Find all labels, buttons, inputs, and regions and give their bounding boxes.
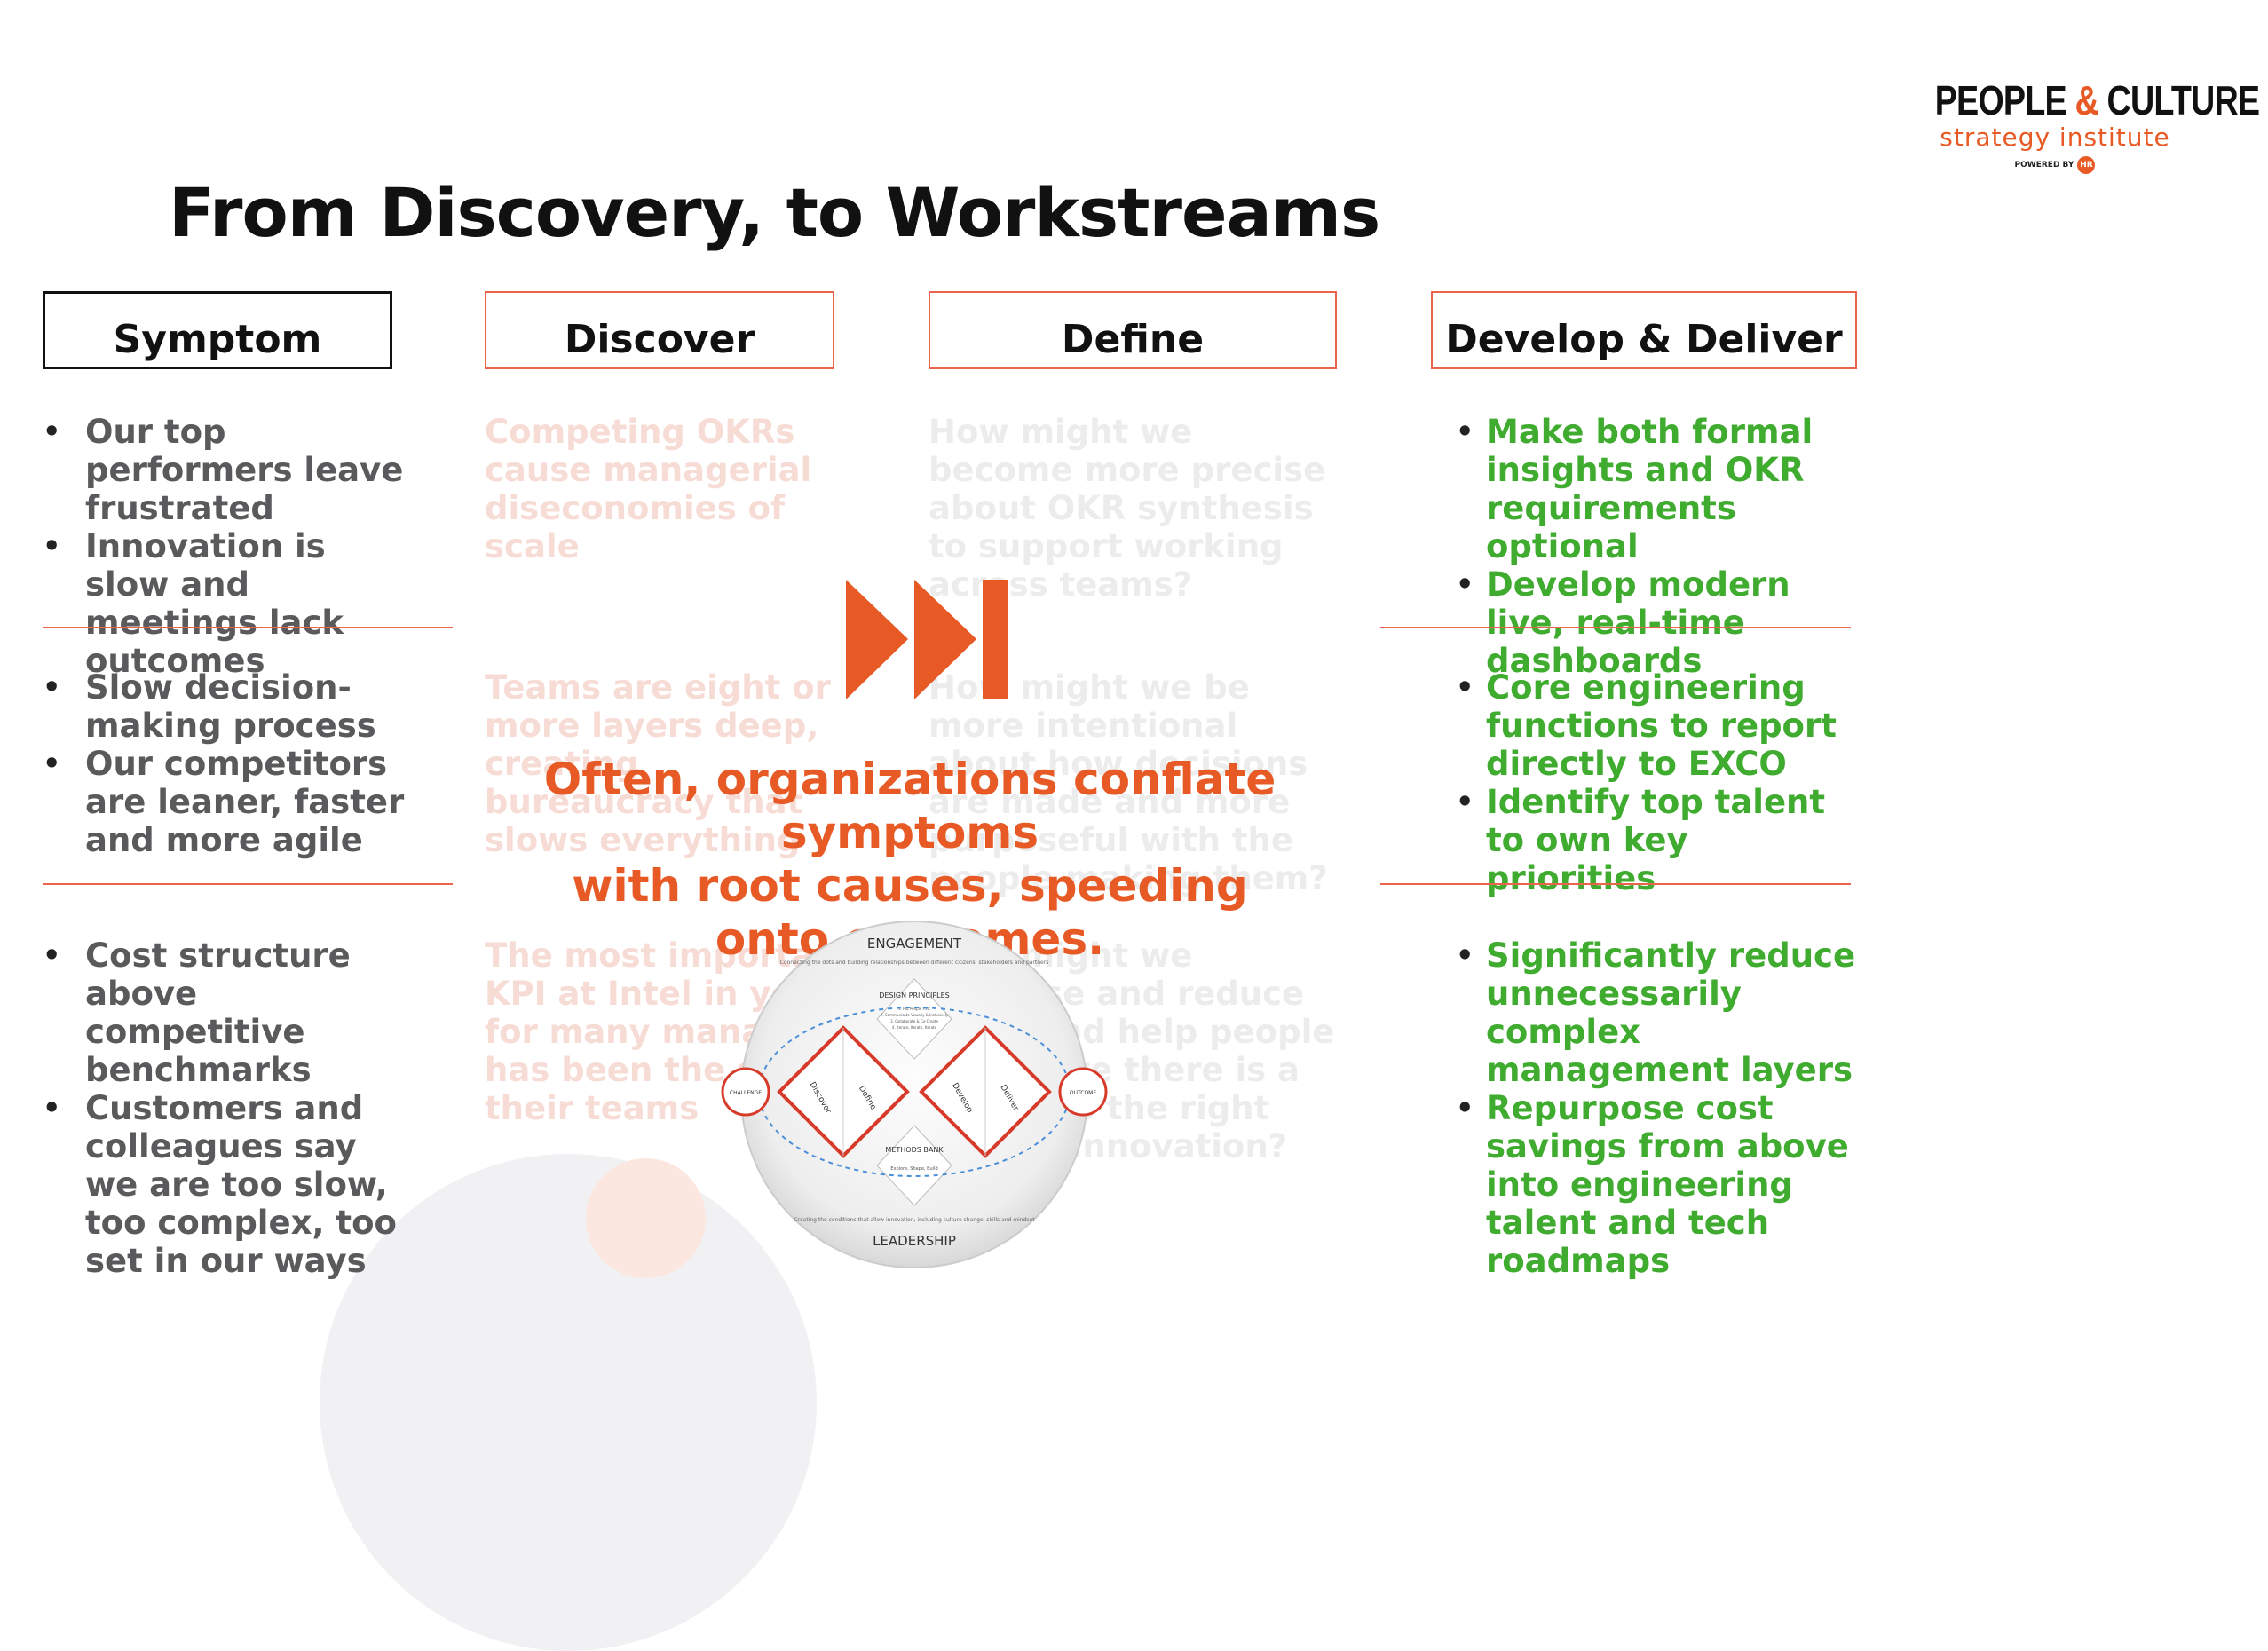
list-item: Our top performers leave frustrated: [43, 413, 415, 527]
list-item: Cost structure above competitive benchma…: [43, 936, 415, 1089]
principle-4: 4. Iterate, Iterate, Iterate: [892, 1025, 937, 1030]
logo-wordmark: PEOPLE & CULTURE: [1934, 77, 2260, 123]
row3-symptom: Cost structure above competitive benchma…: [43, 936, 415, 1280]
list-item: Make both formal insights and OKR requir…: [1456, 413, 1864, 565]
row-divider: [1380, 883, 1851, 885]
hr-logo-icon: HR: [2077, 156, 2096, 174]
methods-bank-label: METHODS BANK: [885, 1146, 944, 1154]
diagram-bottom-label: LEADERSHIP: [873, 1233, 956, 1249]
challenge-label: CHALLENGE: [730, 1090, 762, 1096]
list-item: Identify top talent to own key prioritie…: [1456, 783, 1864, 897]
diagram-bottom-sub: Creating the conditions that allow innov…: [794, 1217, 1035, 1223]
row2-develop-deliver: Core engineering functions to report dir…: [1456, 668, 1864, 897]
row2-define: How might we be more intentional about h…: [929, 668, 1328, 897]
row3-develop-deliver: Significantly reduce unnecessarily compl…: [1456, 936, 1864, 1280]
row2-discover: Teams are eight or more layers deep, cre…: [485, 668, 831, 859]
logo-subtitle: strategy institute: [1940, 122, 2170, 152]
header-symptom: Symptom: [43, 291, 392, 369]
design-principles-label: DESIGN PRINCIPLES: [879, 991, 949, 999]
list-item: Repurpose cost savings from above into e…: [1456, 1089, 1864, 1280]
list-item: Innovation is slow and meetings lack out…: [43, 527, 415, 680]
row1-develop-deliver: Make both formal insights and OKR requir…: [1456, 413, 1864, 680]
row-divider: [1380, 627, 1851, 628]
background-dot: [586, 1158, 706, 1278]
logo: PEOPLE & CULTURE strategy institute POWE…: [1908, 77, 2260, 174]
header-discover: Discover: [485, 291, 834, 369]
row2-symptom: Slow decision-making process Our competi…: [43, 668, 415, 859]
list-item: Slow decision-making process: [43, 668, 415, 745]
list-item: Our competitors are leaner, faster and m…: [43, 745, 415, 859]
methods-sub: Explore, Shape, Build: [890, 1166, 937, 1172]
row-divider: [43, 627, 453, 628]
logo-powered-by: POWERED BY HR: [1908, 156, 2201, 174]
diagram-top-sub: Connecting the dots and building relatio…: [780, 960, 1049, 966]
list-item: Customers and colleagues say we are too …: [43, 1089, 415, 1280]
principle-3: 3. Collaborate & Co-Create: [890, 1019, 938, 1023]
fast-forward-icon: [846, 580, 1008, 699]
header-develop-deliver: Develop & Deliver: [1431, 291, 1857, 369]
page-title: From Discovery, to Workstreams: [169, 173, 1380, 252]
row1-discover: Competing OKRs cause managerial disecono…: [485, 413, 812, 565]
list-item: Develop modern live, real-time dashboard…: [1456, 565, 1864, 680]
principle-1: 1. Put People First: [898, 1007, 930, 1011]
outcome-label: OUTCOME: [1070, 1090, 1097, 1096]
principle-2: 2. Communicate Visually & Inclusively: [881, 1013, 949, 1017]
row1-symptom: Our top performers leave frustrated Inno…: [43, 413, 415, 680]
double-diamond-diagram: ENGAGEMENT Connecting the dots and build…: [721, 921, 1108, 1268]
row-divider: [43, 883, 453, 885]
list-item: Core engineering functions to report dir…: [1456, 668, 1864, 783]
diagram-top-label: ENGAGEMENT: [867, 936, 962, 952]
row1-define: How might we become more precise about O…: [929, 413, 1326, 604]
list-item: Significantly reduce unnecessarily compl…: [1456, 936, 1864, 1089]
header-define: Define: [929, 291, 1337, 369]
